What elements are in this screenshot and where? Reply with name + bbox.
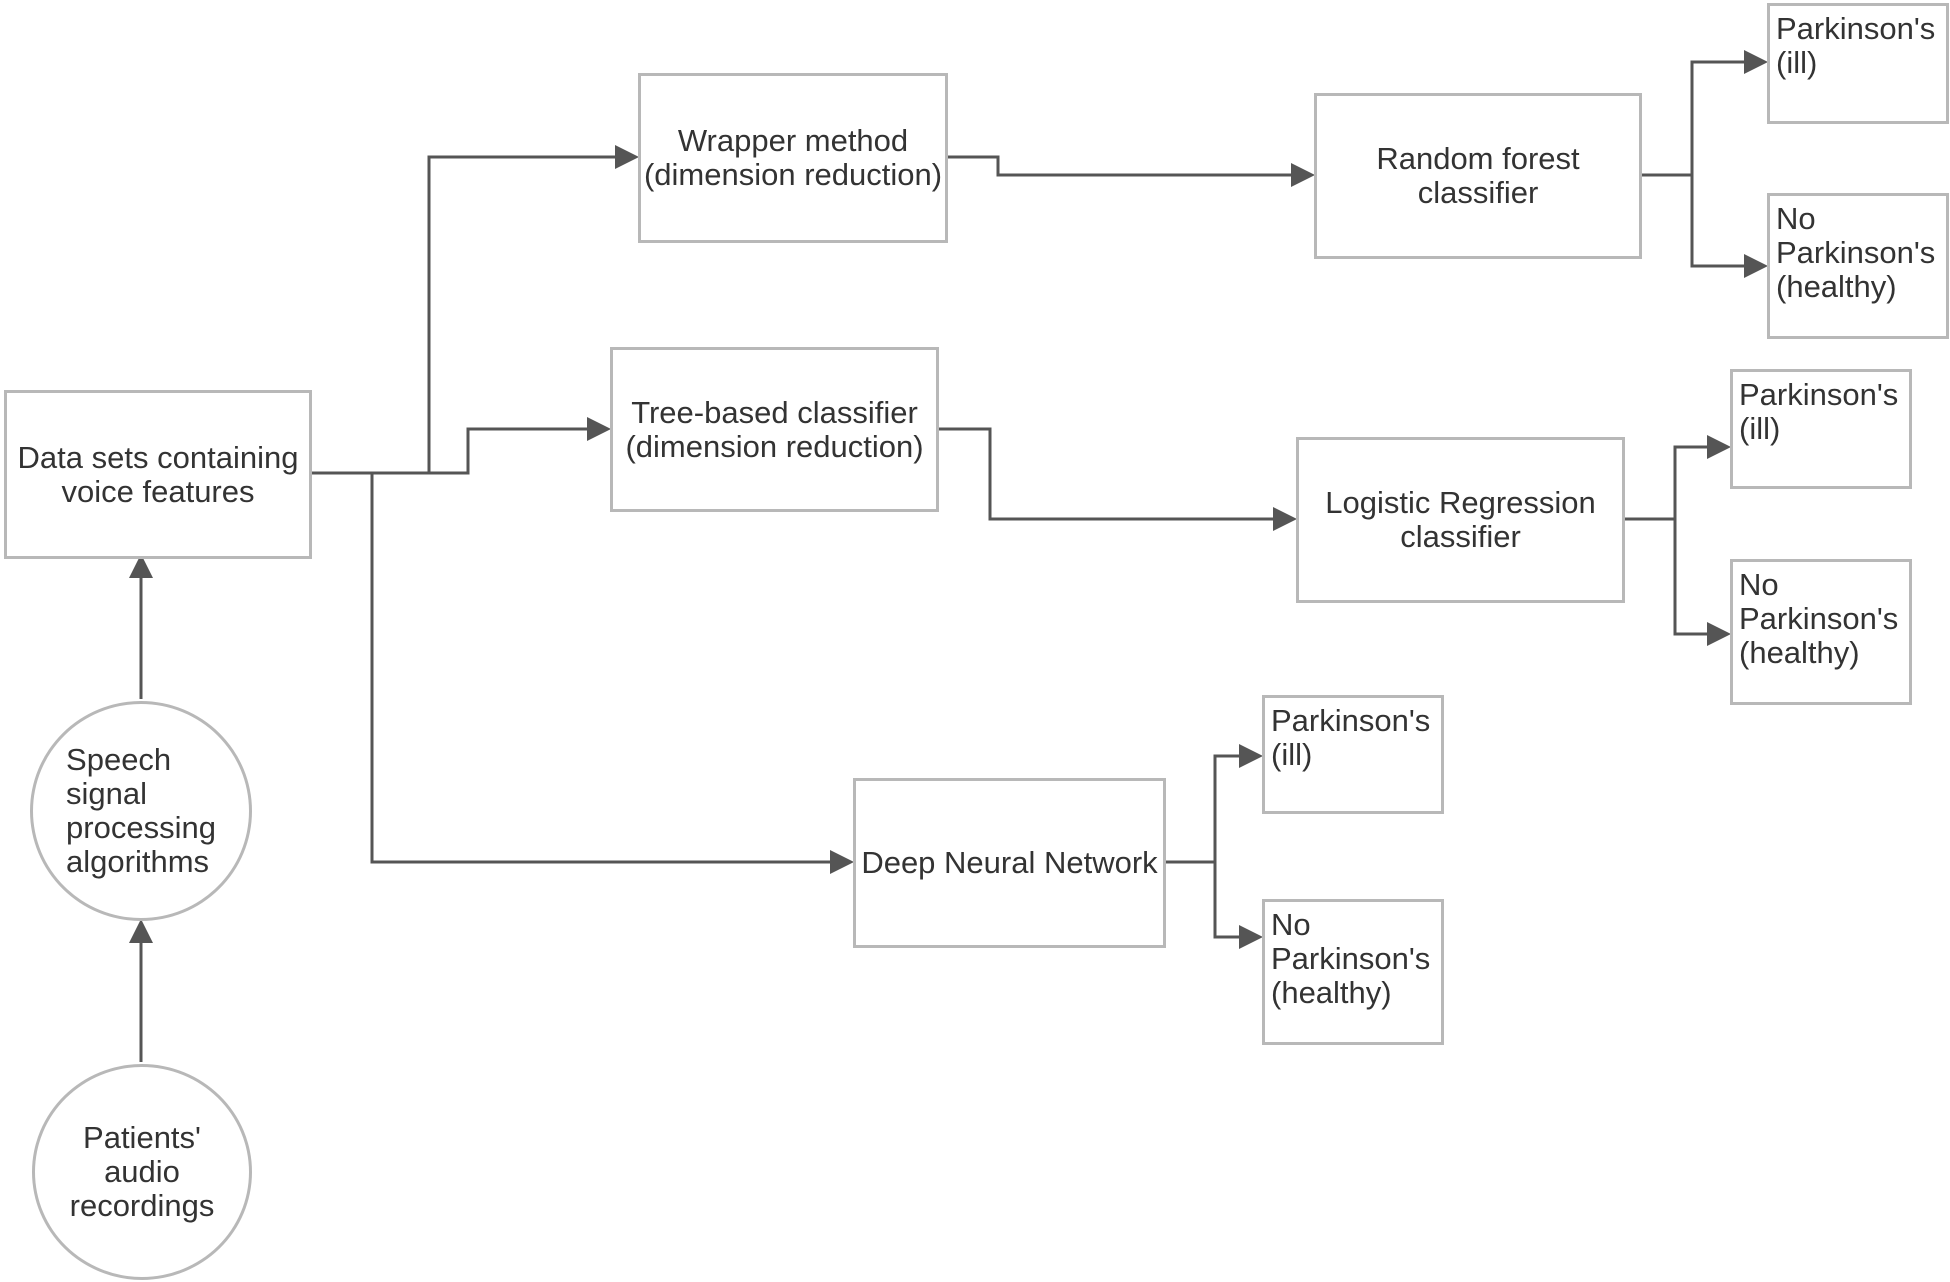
patients-audio-recordings-node: Patients' audio recordings [32,1064,252,1280]
tree-based-classifier-label: Tree-based classifier (dimension reducti… [625,394,924,464]
random-forest-classifier-label: Random forest classifier [1376,141,1580,210]
random-forest-outcome-ill: Parkinson's (ill) [1767,3,1949,124]
deep-neural-network-label: Deep Neural Network [861,845,1158,880]
edge-logistic-to-healthy [1673,519,1731,646]
random-forest-outcome-healthy: No Parkinson's (healthy) [1767,193,1949,339]
outcome-label: No Parkinson's (healthy) [1776,201,1936,304]
outcome-label: No Parkinson's (healthy) [1739,567,1899,670]
datasets-voice-features-node: Data sets containing voice features [4,390,312,559]
edge-random-forest-to-ill [1690,50,1768,175]
tree-based-classifier-node: Tree-based classifier (dimension reducti… [610,347,939,512]
edge-dnn-to-healthy [1213,862,1263,949]
edge-tree-to-logistic [937,427,1297,531]
outcome-label: Parkinson's (ill) [1271,703,1431,772]
edge-datasets-to-tree [429,417,611,475]
wrapper-method-label: Wrapper method (dimension reduction) [643,123,943,192]
edge-random-forest-to-healthy [1690,175,1768,278]
logistic-regression-classifier-label: Logistic Regression classifier [1325,485,1596,554]
speech-signal-processing-label: Speech signal processing algorithms [66,742,216,879]
deep-neural-network-node: Deep Neural Network [853,778,1166,948]
logistic-outcome-ill: Parkinson's (ill) [1730,369,1912,489]
speech-signal-processing-node: Speech signal processing algorithms [30,701,252,921]
outcome-label: Parkinson's (ill) [1739,377,1899,446]
datasets-voice-features-label: Data sets containing voice features [17,439,299,509]
outcome-label: Parkinson's (ill) [1776,11,1936,80]
edge-datasets-to-wrapper [427,145,639,473]
edge-logistic-to-ill [1673,435,1731,519]
logistic-outcome-healthy: No Parkinson's (healthy) [1730,559,1912,705]
edge-datasets-to-dnn [370,473,854,874]
dnn-outcome-ill: Parkinson's (ill) [1262,695,1444,814]
logistic-regression-classifier-node: Logistic Regression classifier [1296,437,1625,603]
dnn-outcome-healthy: No Parkinson's (healthy) [1262,899,1444,1045]
patients-audio-recordings-label: Patients' audio recordings [69,1120,215,1223]
wrapper-method-node: Wrapper method (dimension reduction) [638,73,948,243]
outcome-label: No Parkinson's (healthy) [1271,907,1431,1010]
edge-dnn-to-ill [1213,744,1263,862]
edge-wrapper-to-random-forest [946,155,1315,187]
random-forest-classifier-node: Random forest classifier [1314,93,1642,259]
